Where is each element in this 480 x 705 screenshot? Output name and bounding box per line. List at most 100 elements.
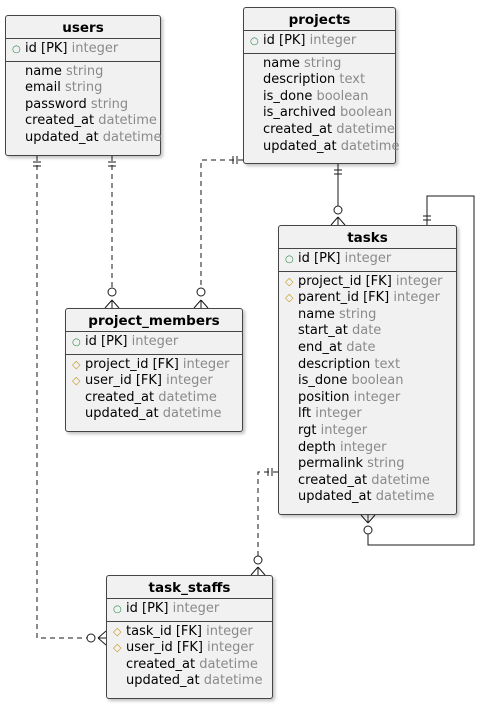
field-row: description text — [250, 72, 389, 89]
field-name: created_at — [126, 656, 196, 672]
field-type: integer — [309, 33, 357, 48]
field-name: id [PK] — [263, 33, 306, 48]
field-name: task_id [FK] — [126, 623, 203, 639]
field-row: ◇user_id [FK] integer — [72, 373, 236, 390]
relation-tasks-tasks — [360, 195, 475, 546]
field-row: updated_at datetime — [250, 138, 399, 156]
diamond-marker-icon: ◇ — [113, 641, 122, 655]
fields-section: ◇project_id [FK] integer◇parent_id [FK] … — [279, 270, 456, 508]
field-row: is_done boolean — [285, 373, 450, 390]
circle-marker-icon: ○ — [113, 604, 122, 615]
field-name: parent_id [FK] — [298, 290, 390, 306]
field-row: position integer — [285, 390, 450, 407]
field-name: name — [263, 55, 300, 71]
field-name: name — [25, 63, 62, 79]
field-row: created_at datetime — [113, 657, 266, 674]
field-name: is_done — [263, 88, 313, 104]
field-name: depth — [298, 439, 336, 455]
field-name: name — [298, 306, 335, 322]
field-type: string — [65, 80, 103, 96]
circle-marker-icon: ○ — [250, 36, 259, 47]
circle-marker-icon: ○ — [12, 44, 21, 55]
field-row: ○ id [PK] integer — [250, 33, 389, 51]
relation-users-task-staffs — [33, 156, 107, 646]
field-type: text — [374, 356, 401, 372]
entity-title: users — [6, 16, 160, 39]
relation-projects-tasks — [330, 164, 346, 226]
field-row: end_at date — [285, 340, 450, 357]
entity-task-staffs[interactable]: task_staffs ○id [PK] integer ◇task_id [F… — [106, 575, 273, 699]
field-type: datetime — [199, 656, 258, 672]
field-name: id [PK] — [298, 251, 341, 266]
field-type: string — [66, 63, 104, 79]
field-row: ○id [PK] integer — [285, 251, 450, 269]
field-name: position — [298, 389, 350, 405]
entity-tasks[interactable]: tasks ○id [PK] integer ◇project_id [FK] … — [278, 225, 457, 515]
field-row: created_at datetime — [285, 473, 450, 490]
field-type: datetime — [102, 129, 162, 145]
field-name: description — [298, 356, 371, 372]
field-name: id [PK] — [85, 334, 128, 349]
diamond-marker-icon: ◇ — [113, 624, 122, 638]
field-row: ○id [PK] integer — [72, 334, 236, 352]
entity-project-members[interactable]: project_members ○id [PK] integer ◇projec… — [65, 308, 243, 432]
field-type: boolean — [316, 88, 369, 104]
field-name: updated_at — [85, 406, 159, 422]
field-type: integer — [207, 640, 254, 656]
field-type: integer — [131, 334, 179, 349]
field-row: name string — [285, 307, 450, 324]
field-name: created_at — [25, 113, 95, 129]
primary-key-section: ○id [PK] integer — [279, 249, 456, 271]
field-row: ◇user_id [FK] integer — [113, 640, 266, 657]
field-name: start_at — [298, 323, 348, 339]
fields-section: ◇ task_id [FK] integer◇user_id [FK] integ… — [107, 620, 272, 692]
field-row: updated_at datetime — [12, 130, 161, 147]
field-type: integer — [339, 439, 387, 455]
field-row: password string — [12, 97, 154, 114]
field-type: datetime — [340, 138, 400, 154]
field-row: updated_at datetime — [113, 673, 266, 690]
field-row: is_archived boolean — [250, 105, 392, 122]
field-name: id [PK] — [25, 41, 68, 56]
field-row: is_done boolean — [250, 89, 389, 106]
field-row: updated_at datetime — [285, 489, 450, 506]
diamond-marker-icon: ◇ — [72, 357, 81, 371]
field-type: integer — [71, 41, 119, 56]
field-type: string — [90, 96, 129, 112]
field-name: is_done — [298, 373, 348, 389]
field-name: id [PK] — [126, 601, 169, 616]
field-name: user_id [FK] — [85, 373, 162, 389]
field-type: integer — [320, 422, 368, 438]
field-name: updated_at — [298, 489, 372, 505]
field-type: string — [304, 55, 342, 71]
entity-title: projects — [244, 8, 395, 31]
fields-section: ◇ project_id [FK] integer◇user_id [FK] in… — [66, 353, 242, 425]
field-name: updated_at — [263, 138, 337, 154]
relation-projects-project-members — [193, 156, 243, 309]
field-type: integer — [182, 356, 230, 372]
field-row: depth integer — [285, 440, 450, 457]
circle-marker-icon: ○ — [285, 254, 294, 265]
field-type: datetime — [158, 389, 217, 405]
field-name: project_id [FK] — [85, 356, 179, 372]
field-type: datetime — [375, 489, 435, 505]
field-row: description text — [285, 357, 450, 374]
field-type: datetime — [371, 472, 430, 488]
field-type: boolean — [351, 373, 404, 389]
field-type: date — [351, 323, 382, 339]
field-type: text — [339, 72, 366, 88]
field-row: ◇parent_id [FK] integer — [285, 290, 450, 307]
primary-key-section: ○ id [PK] integer — [6, 39, 160, 61]
field-name: updated_at — [126, 673, 200, 689]
field-row: name string — [12, 64, 154, 81]
field-type: boolean — [340, 105, 392, 121]
field-type: integer — [393, 290, 440, 306]
primary-key-section: ○ id [PK] integer — [244, 31, 395, 53]
field-type: date — [346, 339, 376, 355]
field-type: string — [339, 306, 377, 322]
field-name: created_at — [263, 121, 333, 137]
